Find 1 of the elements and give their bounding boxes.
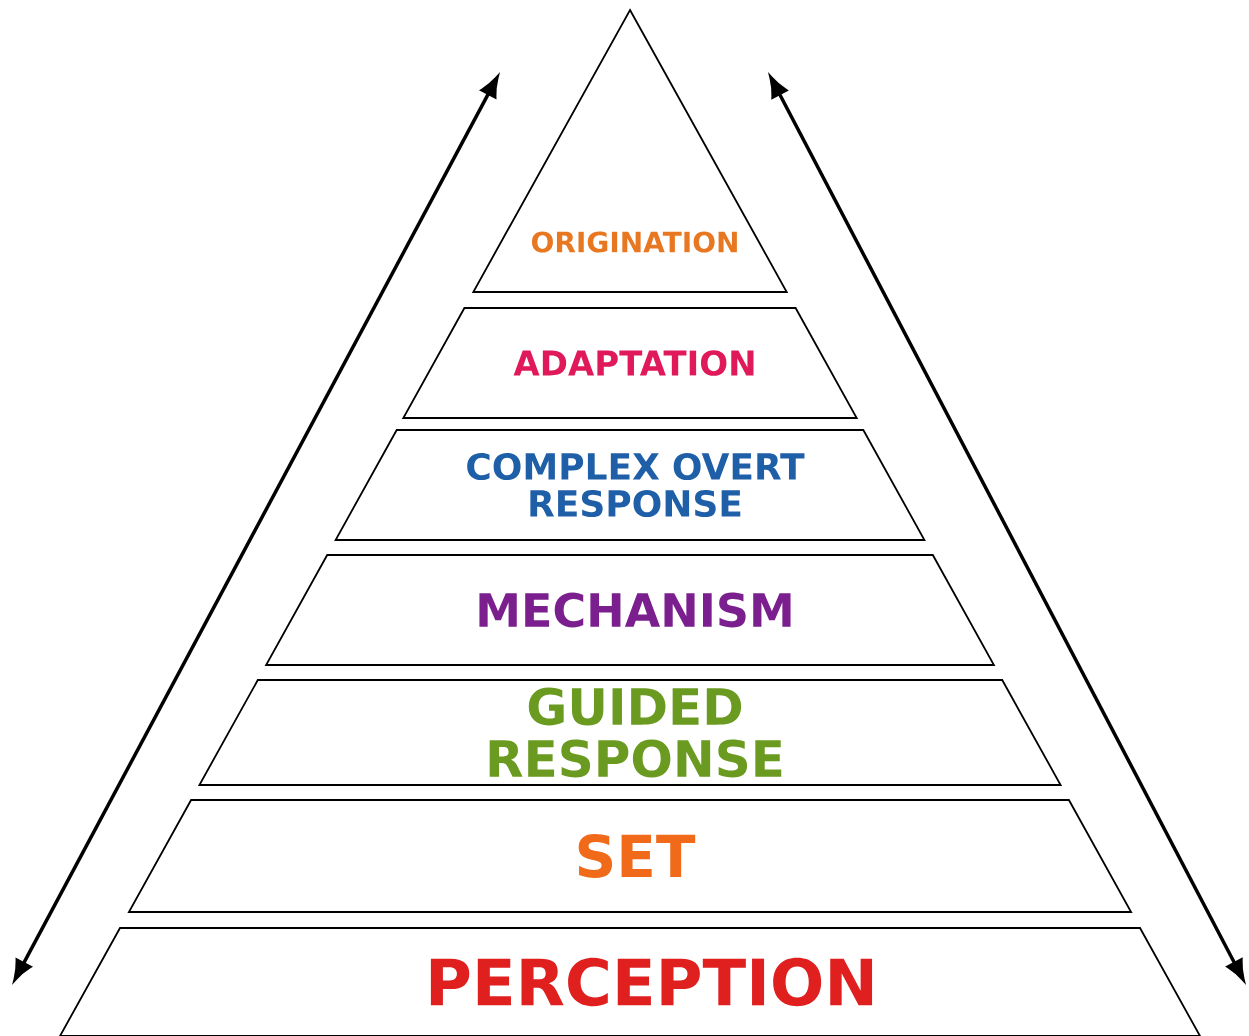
pyramid-band: COMPLEX OVERT RESPONSE xyxy=(334,429,926,541)
